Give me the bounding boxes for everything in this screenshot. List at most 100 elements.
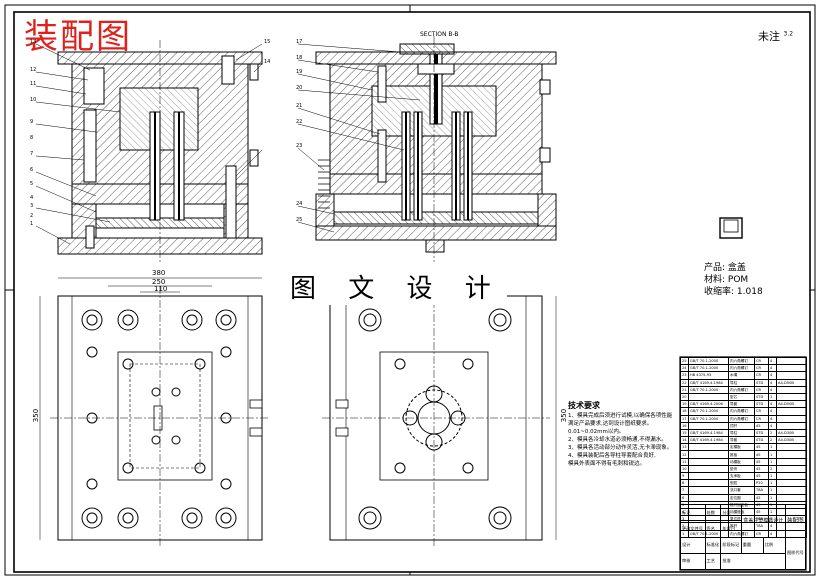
bom-cell: CR [754,385,769,394]
dim-width-total: 380 [152,269,166,277]
tb-stage: 阶段标记 [720,536,742,554]
bom-cell: 定位圈 [728,493,755,502]
bom-cell: 7 [680,486,689,495]
watermark-text: 图 文 设 计 [286,274,507,306]
bom-cell [776,457,807,466]
bom-cell: HB 4375-93 [688,371,729,380]
product-info: 产品: 盒盖 材料: POM 收缩率: 1.018 [704,262,763,298]
left-section-view [57,40,263,262]
technical-notes: 技术要求 1、模具完成后须进行试模,以确保各项性能 满足产品要求,达到设计图纸要… [568,402,676,468]
tb-designer: 设计 [680,536,706,554]
bom-cell: A4-D50B [776,378,807,387]
callout-number: 14 [264,59,271,65]
bom-cell: 9 [680,471,689,481]
callout-number: 13 [30,39,37,45]
tb-label-sign: 签名 [704,520,722,538]
bom-cell: 4 [768,400,777,409]
tb-label-zone: 分区 [720,503,742,522]
callout-number: 10 [30,97,37,103]
right-section-view [315,36,557,262]
bom-cell: 1 [768,443,777,452]
callout-number: 20 [296,85,303,91]
product-name-label: 产品: [704,263,726,273]
bom-cell: GB/T 70.1-2000 [688,407,729,416]
bom-cell: 22 [680,378,689,387]
bom-cell [776,493,807,502]
bom-cell [688,450,729,459]
bom-cell: CR [754,356,769,366]
bom-cell [776,385,807,394]
notes-line: 1、模具完成后须进行试模,以确保各项性能 [568,413,673,419]
callout-number: 5 [30,181,34,187]
bom-cell: 15 [680,428,689,438]
bom-cell: CR [754,364,769,373]
product-shrink-value: 1.018 [736,287,763,297]
surface-finish-label: 未注 [758,30,780,43]
bom-cell: 内六角螺钉 [728,385,755,394]
dim-width-inner: 110 [154,285,168,293]
bom-cell [688,457,729,466]
bom-cell: 1 [768,457,777,466]
dim-height-left: 350 [32,408,41,423]
callout-number: 1 [30,221,34,227]
bom-cell [688,443,729,452]
bom-cell: 导柱 [728,428,755,438]
bom-cell: 推板 [728,450,755,459]
bom-cell [688,486,729,495]
bom-cell: 10 [680,464,689,474]
bom-cell: 内六角螺钉 [728,364,755,373]
product-material-row: 材料: POM [704,274,763,286]
tb-scale: 比例 [762,536,786,554]
tb-label-change: 更改文件号 [680,520,706,538]
callout-number: 8 [30,135,34,141]
bom-cell: CR [754,371,769,380]
bom-cell: 16 [680,421,689,430]
bom-cell [776,371,807,380]
bom-cell: 型芯 [728,392,755,402]
bom-cell: 21 [680,385,689,394]
bom-cell [776,356,807,366]
callout-number: 25 [296,217,303,223]
callout-number: 2 [30,213,34,219]
bom-cell: 1 [768,471,777,481]
bom-cell [688,392,729,402]
bom-cell [688,464,729,474]
bom-cell: 4 [768,421,777,430]
bom-cell: 支承板 [728,471,755,481]
bom-cell: A4-D30B [776,428,807,438]
bom-cell: 24 [680,364,689,373]
bom-cell: STD [754,428,769,438]
tb-drawing-label: 装配图 [784,504,807,538]
bom-cell: 20 [680,392,689,402]
bom-cell [688,471,729,481]
callout-number: 4 [30,195,34,201]
bom-cell: GB/T 70.1-2000 [688,364,729,373]
callout-number: 24 [296,201,303,207]
left-callout-leaders [35,43,263,245]
callout-number: 22 [296,119,303,125]
bom-cell: 45 [754,457,769,466]
product-name-row: 产品: 盒盖 [704,262,763,274]
bom-cell [688,493,729,502]
tb-standard: 标准化 [704,536,722,554]
callout-number: 9 [30,119,34,125]
callout-number: 3 [30,203,34,209]
bom-cell [776,392,807,402]
surface-finish-note: 未注 3.2 [758,28,793,44]
bom-cell: 内六角螺钉 [728,356,755,366]
bom-cell: 导柱 [728,378,755,387]
callout-number: 12 [30,67,37,73]
bom-cell: 18 [680,407,689,416]
callout-number: 7 [30,151,34,157]
return-spring [318,159,330,209]
bom-cell: 内六角螺钉 [728,414,755,423]
notes-line: 0.01~0.02mm以内。 [568,429,625,435]
